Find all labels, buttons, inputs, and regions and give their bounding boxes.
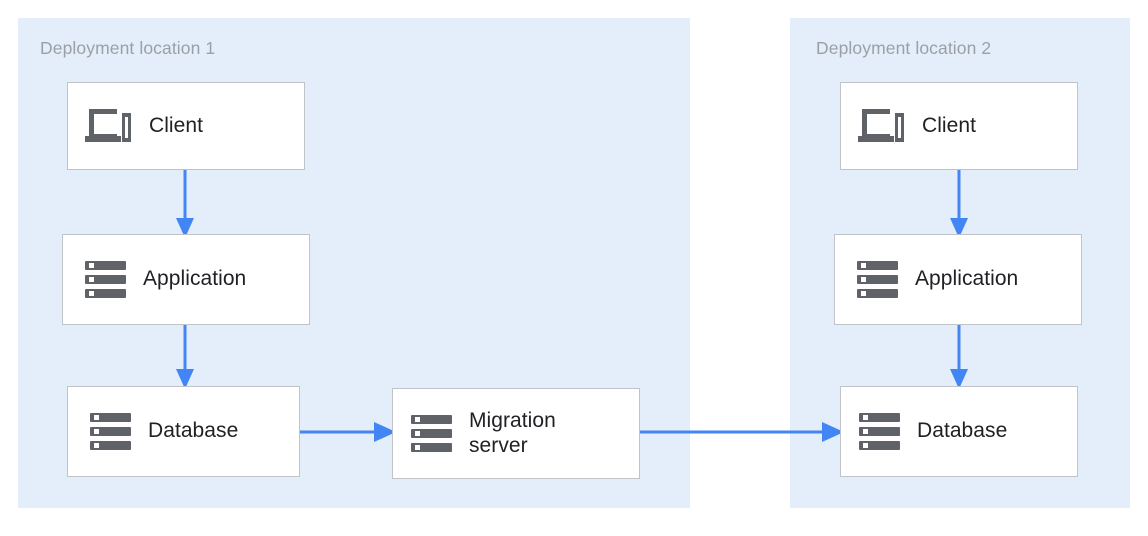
connector-database1-to-migration-server	[298, 422, 396, 442]
node-application-1-label: Application	[143, 267, 247, 291]
node-database-2[interactable]: Database	[840, 386, 1078, 477]
node-database-1-label: Database	[148, 419, 239, 443]
server-icon	[411, 414, 452, 453]
deployment-zone-1-title: Deployment location 1	[40, 38, 216, 58]
deployment-zone-2-title: Deployment location 2	[816, 38, 992, 58]
devices-icon	[85, 105, 131, 147]
connector-client1-to-application1	[176, 168, 194, 238]
node-client-2-label: Client	[922, 113, 976, 137]
node-application-2[interactable]: Application	[834, 234, 1082, 325]
connector-application1-to-database1	[176, 323, 194, 389]
node-migration-server-label: Migration server	[469, 408, 556, 457]
node-database-2-label: Database	[917, 419, 1008, 443]
node-client-2[interactable]: Client	[840, 82, 1078, 170]
node-client-1-label: Client	[149, 113, 203, 137]
devices-icon	[858, 105, 904, 147]
connector-migration-server-to-database2	[638, 422, 844, 442]
server-icon	[859, 412, 900, 451]
server-icon	[857, 260, 898, 299]
connector-application2-to-database2	[950, 323, 968, 389]
connector-client2-to-application2	[950, 168, 968, 238]
node-application-1[interactable]: Application	[62, 234, 310, 325]
node-application-2-label: Application	[915, 267, 1019, 291]
node-client-1[interactable]: Client	[67, 82, 305, 170]
node-migration-server[interactable]: Migration server	[392, 388, 640, 479]
server-icon	[85, 260, 126, 299]
server-icon	[90, 412, 131, 451]
node-database-1[interactable]: Database	[67, 386, 300, 477]
